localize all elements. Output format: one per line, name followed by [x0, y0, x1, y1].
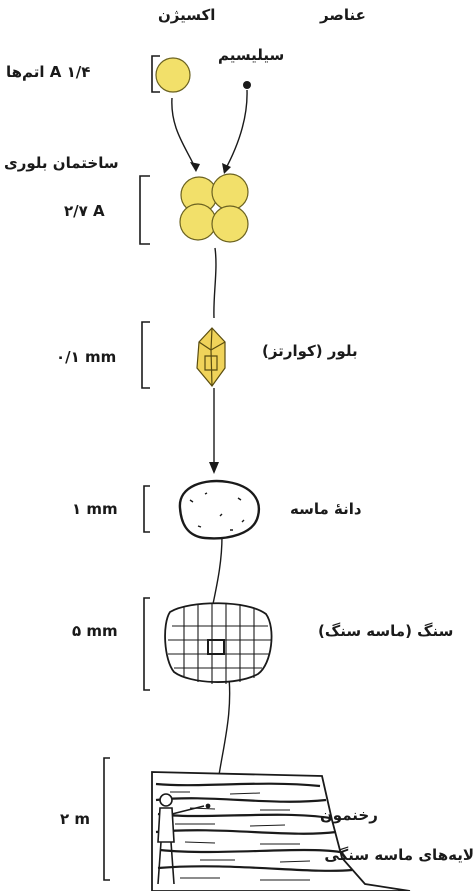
scale-bar-outcrop: [103, 757, 110, 881]
scale-bar-atom: [151, 55, 160, 93]
scale-label-outcrop: ۲ m: [60, 810, 91, 828]
arrowhead-sand: [209, 462, 219, 474]
level-name-sandstone: سنگ (ماسه سنگ): [318, 622, 454, 640]
scale-label-sand-grain: ۱ mm: [72, 500, 118, 518]
header-oxygen: اکسیژن: [158, 6, 216, 24]
arrowheads: [190, 162, 231, 474]
scale-label-sandstone: ۵ mm: [72, 622, 118, 640]
outcrop: [151, 771, 411, 891]
scale-bar-sand-grain: [143, 485, 150, 533]
crystal-structure-cluster: [179, 173, 249, 243]
connector-lines: [171, 89, 248, 803]
silicon-to-structure-arrow: [223, 89, 248, 173]
scale-bars: [103, 55, 160, 881]
scale-bar-sandstone: [143, 597, 150, 691]
oxygen-to-structure-arrow: [171, 97, 197, 171]
arrowhead-silicon: [222, 163, 231, 174]
silicon-atom: [243, 81, 251, 89]
sand-to-sandstone-line: [212, 535, 223, 605]
scale-bar-crystal-structure: [139, 175, 150, 245]
geologist-figure: [157, 793, 205, 885]
sandstone: [164, 602, 273, 684]
sand-grain: [178, 479, 261, 540]
scale-bar-crystal: [141, 321, 150, 389]
scale-label-crystal-structure: ۲/۷ A: [64, 202, 105, 220]
level-name-crystal-structure: ساختمان بلوری: [4, 154, 119, 172]
oxygen-atom: [155, 57, 191, 93]
scale-label-crystal: ۰/۱ mm: [56, 348, 117, 366]
scale-label-atom: ۱/۴ A اتم‌ها: [6, 63, 91, 81]
quartz-crystal: [196, 327, 226, 387]
arrowhead-oxygen: [190, 162, 200, 172]
header-elements: عناصر: [320, 6, 366, 24]
header-silicon: سیلیسیم: [218, 46, 285, 64]
outcrop-caption: لایه‌های ماسه سنگی: [324, 846, 474, 864]
level-name-crystal: بلور (کوارتز): [262, 342, 358, 360]
level-name-outcrop: رخنمون: [320, 806, 378, 824]
structure-to-crystal-line: [213, 247, 217, 319]
level-name-sand-grain: دانهٔ ماسه: [290, 500, 362, 518]
